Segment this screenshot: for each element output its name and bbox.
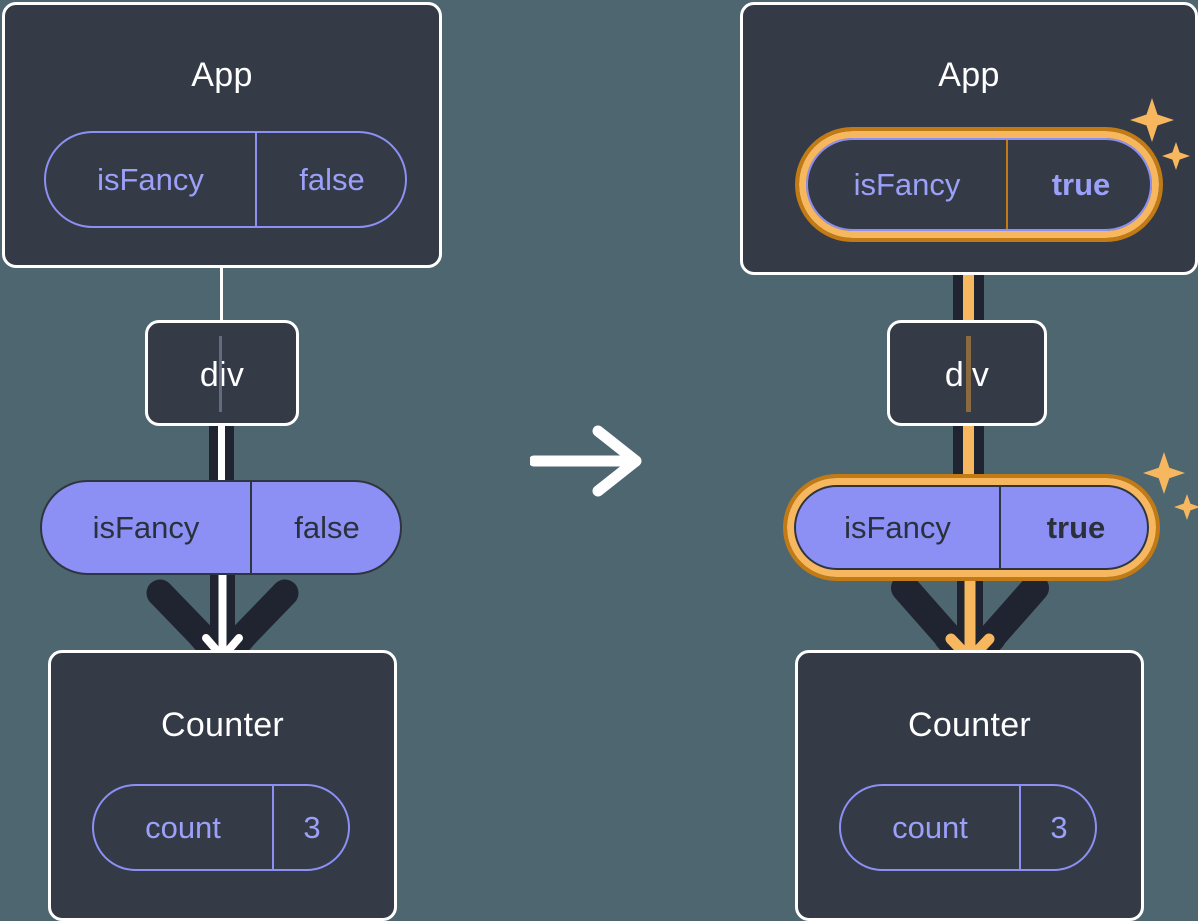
app-node-box[interactable]: App isFancy false bbox=[2, 2, 442, 268]
counter-node-title: Counter bbox=[160, 706, 285, 744]
div-node-title: div bbox=[199, 356, 245, 394]
after-counter-node-box[interactable]: Counter count 3 bbox=[795, 650, 1144, 921]
after-panel: App isFancy true div bbox=[737, 0, 1198, 921]
prop-pill-divider bbox=[250, 482, 252, 573]
after-counter-state-key: count bbox=[892, 810, 968, 845]
after-app-state-pill[interactable]: isFancy true bbox=[806, 138, 1152, 231]
after-connector-app-to-div-left-rail bbox=[953, 226, 964, 326]
after-connector-app-to-div-core bbox=[963, 226, 974, 326]
app-state-divider bbox=[255, 133, 257, 226]
app-state-pill[interactable]: isFancy false bbox=[44, 131, 407, 228]
after-prop-pill-value: true bbox=[1046, 510, 1106, 545]
after-connector-div-to-prop-core bbox=[963, 424, 974, 484]
after-connector-app-to-div-right-rail bbox=[973, 226, 984, 326]
counter-state-pill[interactable]: count 3 bbox=[92, 784, 350, 871]
counter-node-box[interactable]: Counter count 3 bbox=[48, 650, 397, 921]
after-connector-div-to-prop-left-rail bbox=[953, 424, 964, 484]
after-prop-pill-key: isFancy bbox=[844, 510, 951, 545]
div-node-box[interactable]: div bbox=[145, 320, 299, 426]
after-counter-state-divider bbox=[1019, 786, 1021, 869]
after-prop-pill-divider bbox=[999, 487, 1001, 568]
after-prop-sparkles-icon bbox=[1141, 450, 1198, 528]
after-counter-node-title: Counter bbox=[907, 706, 1032, 744]
before-panel: App isFancy false div bbox=[0, 0, 460, 921]
app-node-title: App bbox=[191, 56, 253, 94]
transition-arrow-icon bbox=[528, 425, 645, 497]
after-prop-pill[interactable]: isFancy true bbox=[794, 485, 1149, 570]
after-counter-state-value: 3 bbox=[1050, 810, 1068, 845]
div-passthrough-tick bbox=[219, 336, 222, 412]
prop-pill-value: false bbox=[294, 510, 360, 545]
connector-div-to-prop-left-rail bbox=[209, 424, 218, 484]
prop-pill-key: isFancy bbox=[92, 510, 200, 545]
after-app-state-key: isFancy bbox=[853, 167, 961, 202]
after-app-sparkles-icon bbox=[1128, 96, 1190, 176]
after-app-node-title: App bbox=[938, 56, 1000, 94]
counter-state-key: count bbox=[145, 810, 221, 845]
connector-div-to-prop-right-rail bbox=[225, 424, 234, 484]
after-div-passthrough-tick bbox=[966, 336, 971, 412]
app-state-key: isFancy bbox=[97, 162, 204, 197]
app-state-value: false bbox=[299, 162, 365, 197]
after-app-state-divider bbox=[1006, 140, 1008, 229]
prop-pill[interactable]: isFancy false bbox=[40, 480, 402, 575]
counter-state-value: 3 bbox=[303, 810, 321, 845]
connector-div-to-prop-core bbox=[218, 424, 225, 484]
after-app-state-value: true bbox=[1051, 167, 1111, 202]
connector-app-to-div bbox=[220, 264, 223, 324]
after-counter-state-pill[interactable]: count 3 bbox=[839, 784, 1097, 871]
after-connector-div-to-prop-right-rail bbox=[973, 424, 984, 484]
counter-state-divider bbox=[272, 786, 274, 869]
